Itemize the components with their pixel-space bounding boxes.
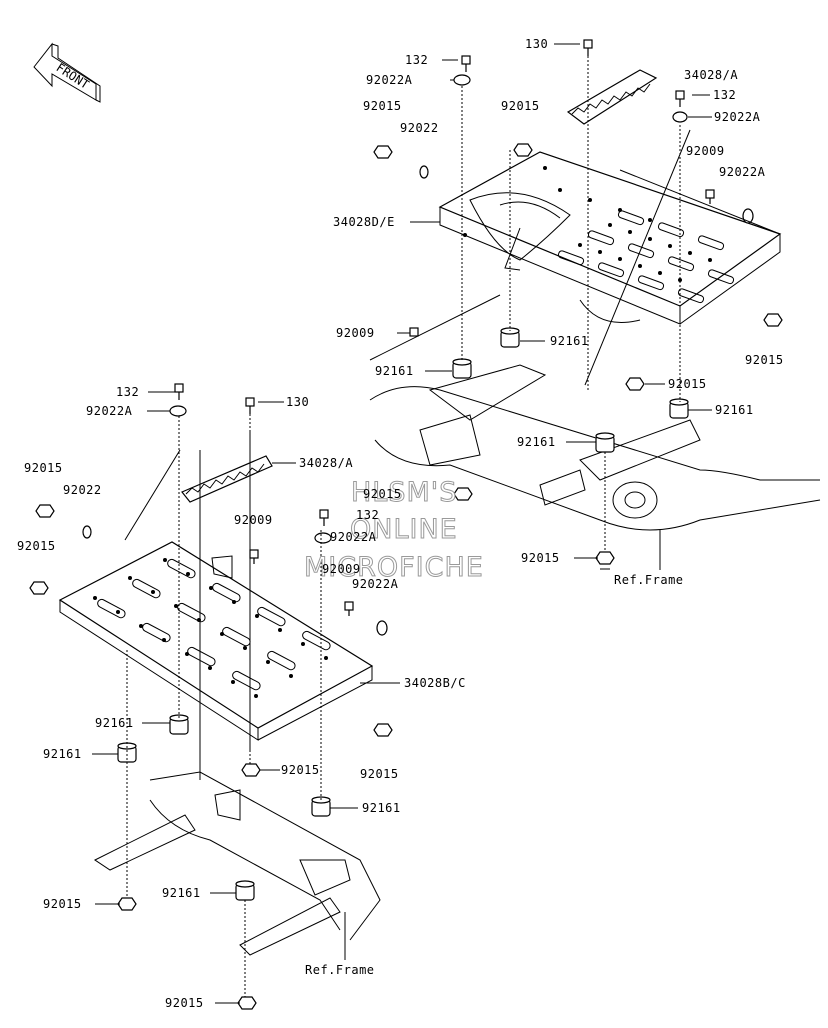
callout-label: 92161 (715, 403, 754, 417)
callout-label: 130 (286, 395, 310, 409)
callout-label: 34028D/E (333, 215, 395, 229)
callout-label: 132 (116, 385, 140, 399)
callout-label: 92022A (352, 577, 399, 591)
callout-label: 92022A (330, 530, 377, 544)
callout-label: 92009 (322, 562, 361, 576)
callout-label: 92022A (719, 165, 766, 179)
front-label: FRONT (54, 60, 92, 91)
callout-label: 92161 (162, 886, 201, 900)
rear-carrier-plate (438, 151, 782, 325)
callout-label: 92161 (43, 747, 82, 761)
callout-label: 92009 (234, 513, 273, 527)
callout-label: 92022A (714, 110, 761, 124)
front-arrow-icon: FRONT (33, 42, 101, 103)
watermark-line-2: ONLINE (350, 514, 458, 546)
callout-label: 92015 (24, 461, 63, 475)
front-carrier-plate (58, 541, 374, 741)
callout-label: 92015 (501, 99, 540, 113)
lower-mat (181, 455, 273, 503)
callout-label: 92022 (400, 121, 439, 135)
callout-label: 92015 (43, 897, 82, 911)
callout-label: 34028/A (684, 68, 739, 82)
callout-label: 92161 (550, 334, 589, 348)
callout-label: 92022A (86, 404, 133, 418)
callout-label: 92022A (366, 73, 413, 87)
upper-frame (369, 364, 821, 531)
callout-label: 92009 (336, 326, 375, 340)
callout-label: 92015 (165, 996, 204, 1010)
callout-label: 132 (356, 508, 380, 522)
callout-label: 92161 (362, 801, 401, 815)
callout-label: 92015 (360, 767, 399, 781)
callout-label: 92015 (521, 551, 560, 565)
callout-label: 92015 (363, 99, 402, 113)
callout-label: 92015 (17, 539, 56, 553)
callout-label: 92015 (745, 353, 784, 367)
callout-label: Ref.Frame (614, 573, 684, 587)
leader-lines (92, 43, 781, 1004)
callout-label: 132 (713, 88, 737, 102)
callout-label: 34028B/C (404, 676, 466, 690)
upper-mat (566, 69, 658, 125)
callout-label: 92015 (363, 487, 402, 501)
callout-label: 92161 (95, 716, 134, 730)
callout-label: Ref.Frame (305, 963, 375, 977)
watermark-line-1: HLSM'S (350, 477, 458, 509)
callout-label: 92022 (63, 483, 102, 497)
lower-frame (94, 771, 381, 956)
callout-label: 132 (405, 53, 429, 67)
callout-label: 92009 (686, 144, 725, 158)
callout-label: 130 (525, 37, 549, 51)
callout-label: 92161 (375, 364, 414, 378)
callout-label: 92015 (668, 377, 707, 391)
callout-label: 92015 (281, 763, 320, 777)
callout-label: 34028/A (299, 456, 354, 470)
callout-label: 92161 (517, 435, 556, 449)
watermark-line-3: MICROFICHE (304, 552, 484, 584)
